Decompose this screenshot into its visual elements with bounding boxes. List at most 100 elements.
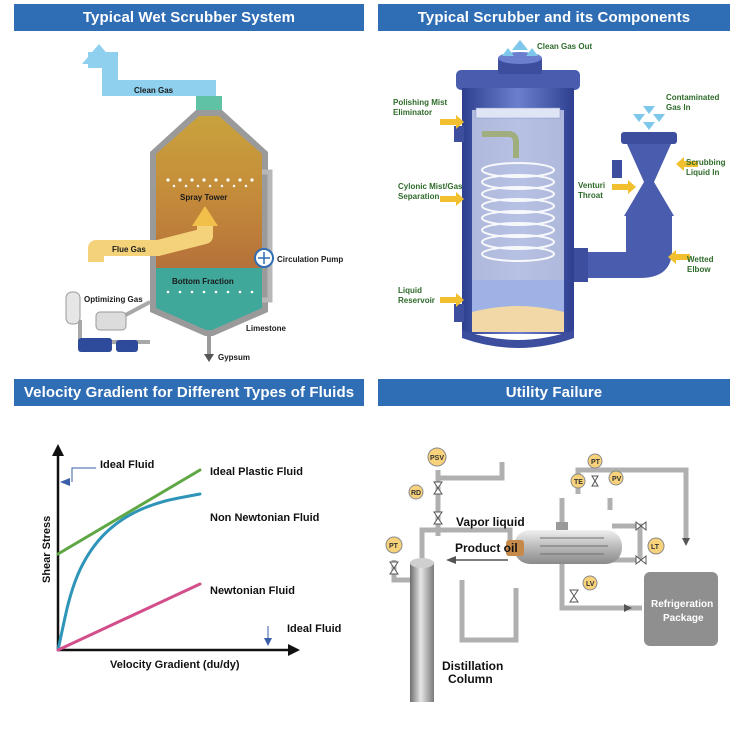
pt-left-bubble [385,536,403,554]
lt-tag: LT [651,544,660,551]
non-newtonian-fluid-line [56,492,202,652]
sludge-layer [472,306,564,332]
wetted-label-line1: Wetted [687,255,714,264]
flue-gas-arrow-icon [192,206,218,226]
refrigeration-label-line2: Package [663,613,704,624]
heat-exchanger [514,530,622,564]
scrubber-components-title: Typical Scrubber and its Components [378,4,730,31]
x-axis-label: Velocity Gradient (du/dy) [110,659,240,671]
ideal-fluid-arrow-bottom-icon [264,638,272,646]
pump-motor-2 [116,340,138,352]
scrubbing-label-line2: Liquid In [686,168,719,177]
flue-gas-label: Flue Gas [112,245,146,254]
valves [389,475,647,603]
exchanger-head [506,540,524,556]
lv-bubble [582,575,598,591]
instrument-bubbles [385,447,665,591]
scrubbing-label-line1: Scrubbing [686,158,726,167]
spray-tower-chamber [156,116,262,268]
flue-gas-duct [88,222,213,262]
x-axis-arrow-icon [288,644,300,656]
wet-scrubber-title: Typical Wet Scrubber System [14,4,364,31]
chart-series-group [56,468,202,652]
wet-scrubber-diagram: Clean Gas Spray Tower Flue Gas Circulati… [65,44,343,362]
callout-arrows [440,115,698,307]
blower-unit [95,311,127,331]
inlet-pipe [482,131,519,158]
newtonian-fluid-label: Newtonian Fluid [210,585,295,597]
gypsum-label: Gypsum [218,353,250,362]
bottom-fraction-liquid [156,268,262,330]
ideal-plastic-fluid-label: Ideal Plastic Fluid [210,466,303,478]
reservoir-label-line1: Liquid [398,286,422,295]
reservoir-label-line2: Reservoir [398,296,435,305]
cyclonic-label-line2: Separation [398,192,439,201]
polishing-label-line2: Eliminator [393,108,432,117]
product-oil-label: Product oil [455,541,518,555]
wetted-label-line2: Elbow [687,265,711,274]
psv-tag: PSV [430,455,444,462]
te-tag: TE [574,479,583,486]
cyclonic-label-line1: Cylonic Mist/Gas [398,182,463,191]
distillation-label-line2: Column [448,672,493,686]
venturi-top-flange [621,132,677,144]
rd-bubble [408,484,424,500]
contaminated-label-line2: Gas In [666,103,691,112]
lt-bubble [647,537,665,555]
te-bubble [570,473,586,489]
spray-nozzles [166,178,254,294]
bottom-fraction-label: Bottom Fraction [172,277,234,286]
circulation-pump-label: Circulation Pump [277,255,343,264]
lv-tag: LV [586,581,595,588]
vapor-liquid-label: Vapor liquid [456,515,525,529]
cyclonic-helix [481,162,555,262]
utility-failure-diagram: PSV RD PT TE PV PT LT LV Vapor liquid Pr… [385,447,718,702]
rd-tag: RD [411,490,421,497]
distillation-column [410,562,434,702]
distillation-label-line1: Distillation [442,659,503,673]
clean-gas-duct [88,52,216,104]
ideal-fluid-label-bottom: Ideal Fluid [287,623,341,635]
vessel-top-flange [456,70,580,90]
utility-failure-title: Utility Failure [378,379,730,406]
ideal-fluid-pointer-top [71,467,96,482]
clean-gas-label: Clean Gas [134,86,174,95]
ideal-plastic-fluid-line [56,468,202,556]
venturi-converging [627,144,671,182]
pt-left-tag: PT [389,543,399,550]
venturi-throat [624,182,674,216]
clean-gas-arrow-icon [82,44,116,64]
scrubber-components-diagram: Clean Gas Out Polishing Mist Eliminator … [393,40,726,348]
clean-gas-out-label: Clean Gas Out [537,42,592,51]
venturi-label-line1: Venturi [578,181,605,190]
psv-bubble [427,447,447,467]
optimizing-gas-tank [65,291,81,325]
gas-flow-icons [502,40,665,130]
limestone-label: Limestone [246,324,287,333]
circulation-pipe [262,169,273,303]
pump-motor-1 [78,338,112,352]
velocity-gradient-title: Velocity Gradient for Different Types of… [14,379,364,406]
pv-bubble [608,470,624,486]
spray-tower-label: Spray Tower [180,193,227,202]
polishing-mist-eliminator [475,107,561,119]
refrigeration-package [644,572,718,646]
y-axis-label: Shear Stress [41,516,53,583]
contaminated-label-line1: Contaminated [666,93,719,102]
pt-top-tag: PT [591,459,601,466]
pv-tag: PV [612,476,622,483]
newtonian-fluid-line [56,582,202,652]
flow-arrows [446,538,690,612]
ideal-fluid-arrow-top-icon [60,478,70,486]
ideal-fluid-label-top: Ideal Fluid [100,459,154,471]
gypsum-arrow-icon [204,354,214,362]
non-newtonian-fluid-label: Non Newtonian Fluid [210,512,319,524]
optimizing-gas-label: Optimizing Gas [84,295,143,304]
velocity-gradient-chart: Ideal Fluid Ideal Plastic Fluid Non Newt… [41,444,341,671]
wetted-elbow [586,216,672,278]
polishing-label-line1: Polishing Mist [393,98,448,107]
y-axis-arrow-icon [52,444,64,456]
pt-top-bubble [587,453,603,469]
venturi-label-line2: Throat [578,191,603,200]
